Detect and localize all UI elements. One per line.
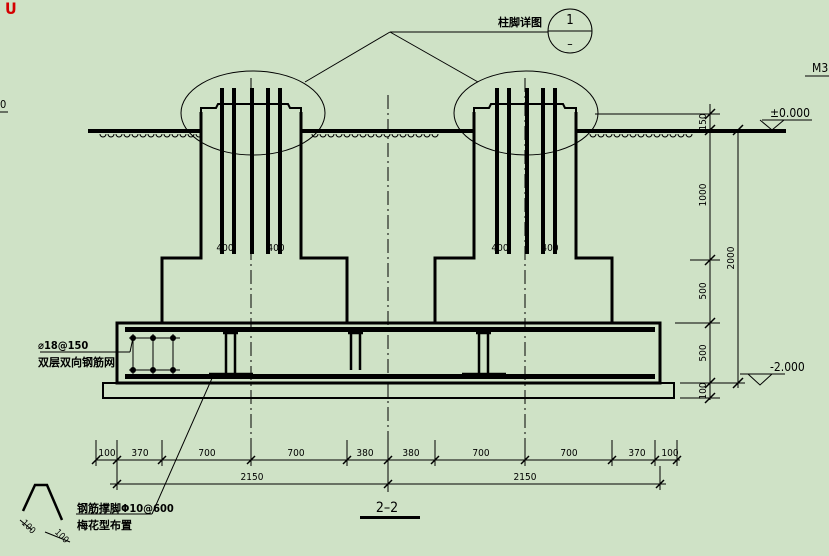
hdim-left-3: 700 (198, 448, 215, 459)
vdim-150: 150 (698, 113, 709, 130)
pier-width-right-b: 400 (541, 243, 558, 254)
hdim-total-left: 2150 (241, 472, 264, 483)
anchor-bolts (220, 88, 557, 254)
section-label: 2–2 (376, 500, 398, 516)
elevation-bottom-label: -2.000 (770, 360, 805, 374)
edge-label-left: 0 (0, 98, 6, 111)
hdim-total-right: 2150 (514, 472, 537, 483)
support-description: 梅花型布置 (77, 518, 132, 532)
detail-label: 柱脚详图 (498, 15, 542, 29)
pier-width-left-a: 400 (216, 243, 233, 254)
chair-detail-dims (19, 519, 71, 543)
rebar-spec: ⌀18@150 (38, 339, 88, 352)
horizontal-dim-extensions (95, 440, 678, 490)
hdim-right-4: 370 (628, 448, 645, 459)
vdim-500-lower: 500 (698, 344, 709, 361)
hdim-left-1: 100 (98, 448, 115, 459)
detail-leader-left (304, 31, 391, 83)
detail-leader-right (389, 31, 479, 83)
hdim-right-5: 100 (661, 448, 678, 459)
horizontal-dim-ticks (91, 455, 682, 489)
vdim-2000: 2000 (726, 246, 737, 269)
elevation-bottom (740, 373, 785, 386)
section-label-underline (360, 516, 420, 519)
rebar-leaders (40, 337, 214, 515)
detail-number: 1 (566, 13, 573, 28)
hdim-right-3: 700 (560, 448, 577, 459)
rebar-top-layer (125, 327, 655, 332)
vertical-dim-lines (595, 104, 745, 400)
slab-rebar (125, 327, 655, 379)
elevation-top-label: ±0.000 (770, 106, 810, 120)
support-spec: 钢筋撑脚Φ10@600 (77, 501, 174, 515)
pier-width-right-a: 400 (491, 243, 508, 254)
pier-width-left-b: 400 (267, 243, 284, 254)
hdim-right-2: 700 (472, 448, 489, 459)
vdim-100: 100 (698, 382, 709, 399)
hdim-right-1: 380 (402, 448, 419, 459)
rebar-chairs (209, 331, 506, 376)
chair-detail-symbol (21, 483, 64, 521)
hdim-left-5: 380 (356, 448, 373, 459)
vertical-dim-ticks (704, 108, 744, 404)
top-left-mark: U (5, 0, 17, 18)
rebar-description: 双层双向钢筋网 (38, 355, 115, 369)
edge-label-top-right: M3 (812, 61, 828, 75)
vdim-500-upper: 500 (698, 282, 709, 299)
elevation-top (759, 119, 812, 131)
hdim-left-4: 700 (287, 448, 304, 459)
vdim-1000: 1000 (698, 183, 709, 206)
hdim-left-2: 370 (131, 448, 148, 459)
center-lines (250, 78, 526, 492)
rebar-bottom-layer (125, 374, 655, 379)
detail-sheet: – (567, 37, 572, 51)
soil-hatching (99, 133, 693, 138)
